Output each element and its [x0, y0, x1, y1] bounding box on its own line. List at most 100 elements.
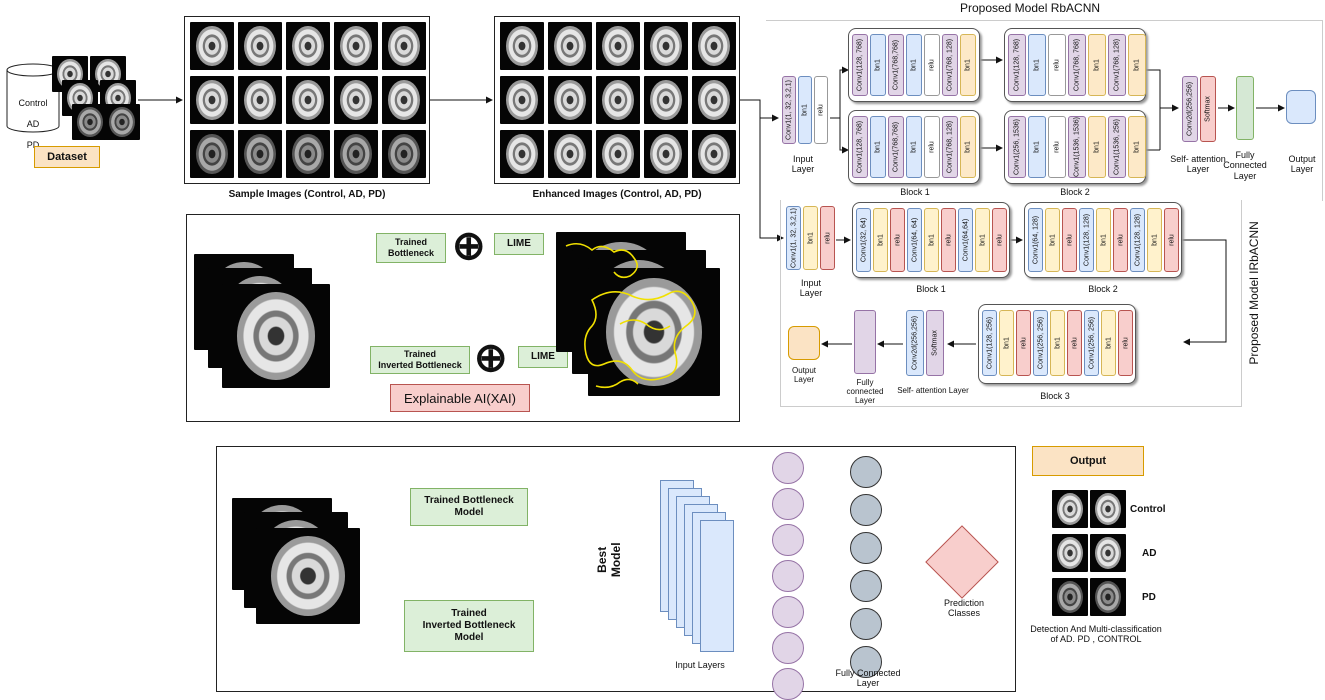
irbacnn-b1-layer-label: relu [996, 234, 1003, 246]
irbacnn-output-layer [788, 326, 820, 360]
mri-image [334, 22, 378, 70]
rbacnn-input-layer-label: Conv1(1, 32, 3,2,1) [785, 80, 793, 140]
irbacnn-input-label: Input Layer [799, 278, 823, 299]
irbacnn-b3-layer-label: Conv1(256, 256) [1037, 316, 1044, 370]
irbacnn-b3-layer-1: bn1 [999, 310, 1014, 376]
rbacnn-attention-label: Self- attention Layer [1170, 154, 1226, 175]
fc-node [850, 456, 882, 488]
rbacnn-output-label: Output Layer [1288, 154, 1316, 175]
irbacnn-b2-layer-5: relu [1113, 208, 1128, 272]
rbacnn-b2t-layer-label: bn1 [1093, 59, 1101, 71]
irbacnn-b1-layer-label: bn1 [877, 234, 884, 246]
rbacnn-border [766, 20, 1323, 201]
irbacnn-fc-layer [854, 310, 876, 374]
mri-image [382, 130, 426, 178]
irbacnn-b3-layer-7: bn1 [1101, 310, 1116, 376]
rbacnn-b1b-layer-6: bn1 [960, 116, 976, 178]
rbacnn-b2b-layer-5: Conv1(1536, 256) [1108, 116, 1126, 178]
mri-image [286, 22, 330, 70]
mri-image [596, 130, 640, 178]
irbacnn-b2-layer-1: bn1 [1045, 208, 1060, 272]
irbacnn-b1-layer-3: Conv1(64, 64) [907, 208, 922, 272]
irbacnn-block3-label: Block 3 [1040, 391, 1070, 401]
irbacnn-output-label: Output Layer [791, 366, 816, 385]
fc-node [850, 494, 882, 526]
mri-image [500, 76, 544, 124]
mri-image [644, 130, 688, 178]
irbacnn-b1-layer-1: bn1 [873, 208, 888, 272]
irbacnn-b1-layer-label: Conv1(64,64) [962, 218, 969, 262]
rbacnn-b2b-layer-label: Conv1(256, 1536) [1013, 118, 1021, 176]
irbacnn-b1-layer-4: bn1 [924, 208, 939, 272]
irbacnn-b3-layer-6: Conv1(256, 256) [1084, 310, 1099, 376]
rbacnn-input-layer-0: Conv1(1, 32, 3,2,1) [782, 76, 796, 144]
rbacnn-attention-layer-label: Conv2d(256,256) [1186, 81, 1194, 137]
irbacnn-border [780, 200, 1242, 407]
rbacnn-b2b-layer-label: relu [1053, 141, 1061, 153]
rbacnn-b2b-layer-label: Conv1(1536, 256) [1113, 118, 1121, 176]
rbacnn-b1t-layer-2: Conv1(768,768) [888, 34, 904, 96]
rbacnn-b2t-layer-0: Conv1(128, 768) [1008, 34, 1026, 96]
db-line-ad: AD [26, 119, 40, 130]
mri-image [500, 130, 544, 178]
fully-connected-label: Fully Connected Layer [835, 668, 901, 689]
input-layers-label: Input Layers [675, 660, 725, 670]
irbacnn-input-layer-0: Conv1(1, 32, 3,2,1) [786, 206, 801, 270]
irbacnn-attention-layer-1: Softmax [926, 310, 944, 376]
mri-image [238, 130, 282, 178]
rbacnn-fc-layer [1236, 76, 1254, 140]
rbacnn-b1t-layer-3: bn1 [906, 34, 922, 96]
irbacnn-b1-layer-label: Conv1(64, 64) [911, 217, 918, 263]
mri-image [238, 22, 282, 70]
hidden-node [772, 560, 804, 592]
irbacnn-b3-layer-label: Conv1(128, 256) [986, 316, 993, 370]
mri-image [382, 76, 426, 124]
irbacnn-b3-layer-label: bn1 [1054, 337, 1061, 349]
irbacnn-b1-layer-label: relu [945, 234, 952, 246]
rbacnn-b2t-layer-label: Conv1(768, 128) [1113, 38, 1121, 92]
rbacnn-b2b-layer-1: bn1 [1028, 116, 1046, 178]
irbacnn-b3-layer-8: relu [1118, 310, 1133, 376]
output-class-pd: PD [1142, 592, 1156, 603]
trained-inverted-bottleneck-box: Trained Inverted Bottleneck [370, 346, 470, 374]
rbacnn-b2t-layer-5: Conv1(768, 128) [1108, 34, 1126, 96]
rbacnn-b1t-layer-label: bn1 [910, 59, 918, 71]
db-line-control: Control [18, 98, 48, 109]
rbacnn-input-label: Input Layer [791, 154, 815, 175]
mri-image [286, 130, 330, 178]
rbacnn-input-layer-2: relu [814, 76, 828, 144]
fc-node [850, 608, 882, 640]
hidden-node [772, 524, 804, 556]
mri-image [190, 22, 234, 70]
irbacnn-b1-layer-2: relu [890, 208, 905, 272]
rbacnn-b1b-layer-3: bn1 [906, 116, 922, 178]
rbacnn-attention-layer-label: Softmax [1204, 96, 1212, 122]
mri-image [692, 76, 736, 124]
rbacnn-b1t-layer-4: relu [924, 34, 940, 96]
irbacnn-b3-layer-label: relu [1020, 337, 1027, 349]
dataset-label: Dataset [34, 146, 100, 168]
irbacnn-b2-layer-label: Conv1(128, 128) [1134, 213, 1141, 267]
rbacnn-attention-layer-0: Conv2d(256,256) [1182, 76, 1198, 142]
irbacnn-b2-layer-label: bn1 [1100, 234, 1107, 246]
hidden-node [772, 596, 804, 628]
irbacnn-b2-layer-7: bn1 [1147, 208, 1162, 272]
rbacnn-b2b-layer-6: bn1 [1128, 116, 1146, 178]
rbacnn-output-layer [1286, 90, 1316, 124]
irbacnn-attention-layer-label: Conv2d(256,256) [911, 315, 919, 371]
irbacnn-b1-layer-label: Conv1(32, 64) [860, 217, 867, 263]
irbacnn-block1-label: Block 1 [916, 284, 946, 294]
mri-image [692, 130, 736, 178]
irbacnn-b1-layer-label: bn1 [979, 234, 986, 246]
lime-box-2: LIME [518, 346, 568, 368]
lime-box-1: LIME [494, 233, 544, 255]
rbacnn-b1b-layer-label: Conv1(768, 128) [946, 120, 954, 174]
mri-image [596, 22, 640, 70]
irbacnn-b2-layer-label: relu [1117, 234, 1124, 246]
irbacnn-input-layer-1: bn1 [803, 206, 818, 270]
mri-image [238, 76, 282, 124]
xai-label-box: Explainable AI(XAI) [390, 384, 530, 412]
irbacnn-input-layer-label: bn1 [807, 232, 814, 244]
mri-image [286, 76, 330, 124]
rbacnn-b1t-layer-label: bn1 [964, 59, 972, 71]
